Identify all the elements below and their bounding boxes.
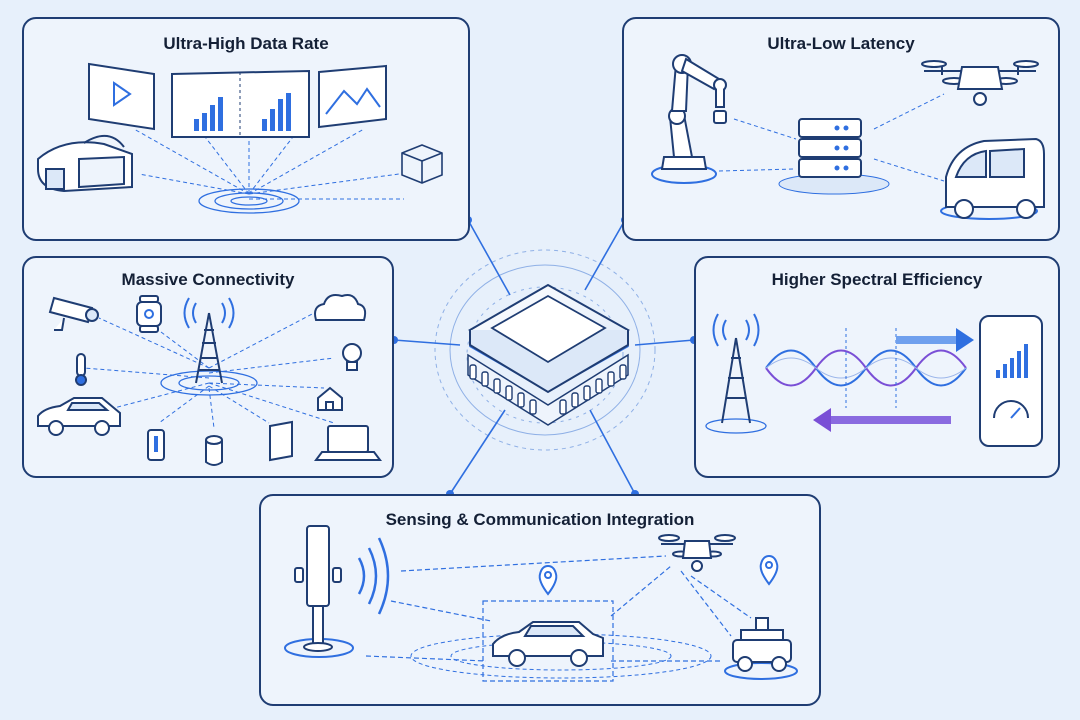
play-screen-icon bbox=[88, 62, 155, 131]
car-icon bbox=[492, 621, 604, 667]
panel-title: Ultra-Low Latency bbox=[767, 34, 915, 53]
sensing-illustration bbox=[284, 525, 798, 682]
sensing-pole-icon bbox=[284, 525, 354, 658]
tablet-icon bbox=[269, 420, 293, 462]
panel-title: Ultra-High Data Rate bbox=[163, 34, 329, 53]
beam-lines bbox=[133, 128, 404, 200]
arrow-right-icon bbox=[896, 328, 974, 352]
cloud-icon bbox=[314, 294, 367, 321]
sensing-links bbox=[365, 555, 752, 682]
panel-ultra-low-latency: Ultra-Low Latency bbox=[622, 17, 1060, 241]
latency-links bbox=[718, 93, 945, 182]
frequency-markers bbox=[845, 328, 897, 408]
device-links bbox=[83, 312, 335, 429]
robot-arm-icon bbox=[651, 54, 727, 184]
mountain-image-screen-icon bbox=[318, 64, 387, 129]
panel-title: Massive Connectivity bbox=[121, 270, 295, 289]
light-bulb-icon bbox=[342, 343, 362, 371]
sensor-cylinder-icon bbox=[205, 435, 223, 466]
security-camera-icon bbox=[48, 296, 99, 331]
spectral-illustration bbox=[705, 313, 1043, 447]
connectivity-illustration bbox=[37, 294, 382, 466]
3d-cube-icon bbox=[401, 144, 443, 184]
location-pin-icon bbox=[538, 564, 558, 596]
panel-massive-connectivity: Massive Connectivity bbox=[22, 256, 394, 478]
laptop-icon bbox=[314, 425, 382, 461]
drone-icon bbox=[921, 60, 1039, 106]
cell-tower-icon bbox=[705, 313, 767, 434]
radar-wave-icon bbox=[357, 537, 390, 615]
connector-lines bbox=[393, 219, 695, 495]
vr-headset-icon bbox=[37, 135, 133, 193]
waveform-lines bbox=[765, 349, 967, 387]
server-stack-icon bbox=[778, 118, 890, 195]
panel-title: Sensing & Communication Integration bbox=[385, 510, 695, 529]
bar-chart-screen-icon bbox=[171, 69, 310, 138]
panel-title: Higher Spectral Efficiency bbox=[771, 270, 983, 289]
smartphone-icon bbox=[979, 315, 1043, 447]
house-icon bbox=[317, 386, 343, 411]
latency-illustration bbox=[651, 54, 1045, 220]
car-icon bbox=[37, 397, 121, 436]
van-icon bbox=[940, 137, 1045, 220]
signal-rings bbox=[198, 188, 300, 214]
drone-icon bbox=[658, 534, 736, 572]
data-rate-illustration bbox=[37, 62, 443, 214]
location-pin-icon bbox=[759, 554, 779, 586]
arrow-left-icon bbox=[813, 408, 951, 432]
thermostat-device-icon bbox=[147, 429, 165, 461]
ground-robot-icon bbox=[724, 617, 798, 680]
thermometer-icon bbox=[75, 353, 87, 386]
panel-ultra-high-data-rate: Ultra-High Data Rate bbox=[22, 17, 470, 241]
cell-tower-icon bbox=[183, 297, 235, 384]
processor-chip-icon bbox=[467, 283, 630, 426]
smartwatch-icon bbox=[136, 295, 162, 333]
panel-sensing-communication-integration: Sensing & Communication Integration bbox=[259, 494, 821, 706]
panel-higher-spectral-efficiency: Higher Spectral Efficiency bbox=[694, 256, 1060, 478]
